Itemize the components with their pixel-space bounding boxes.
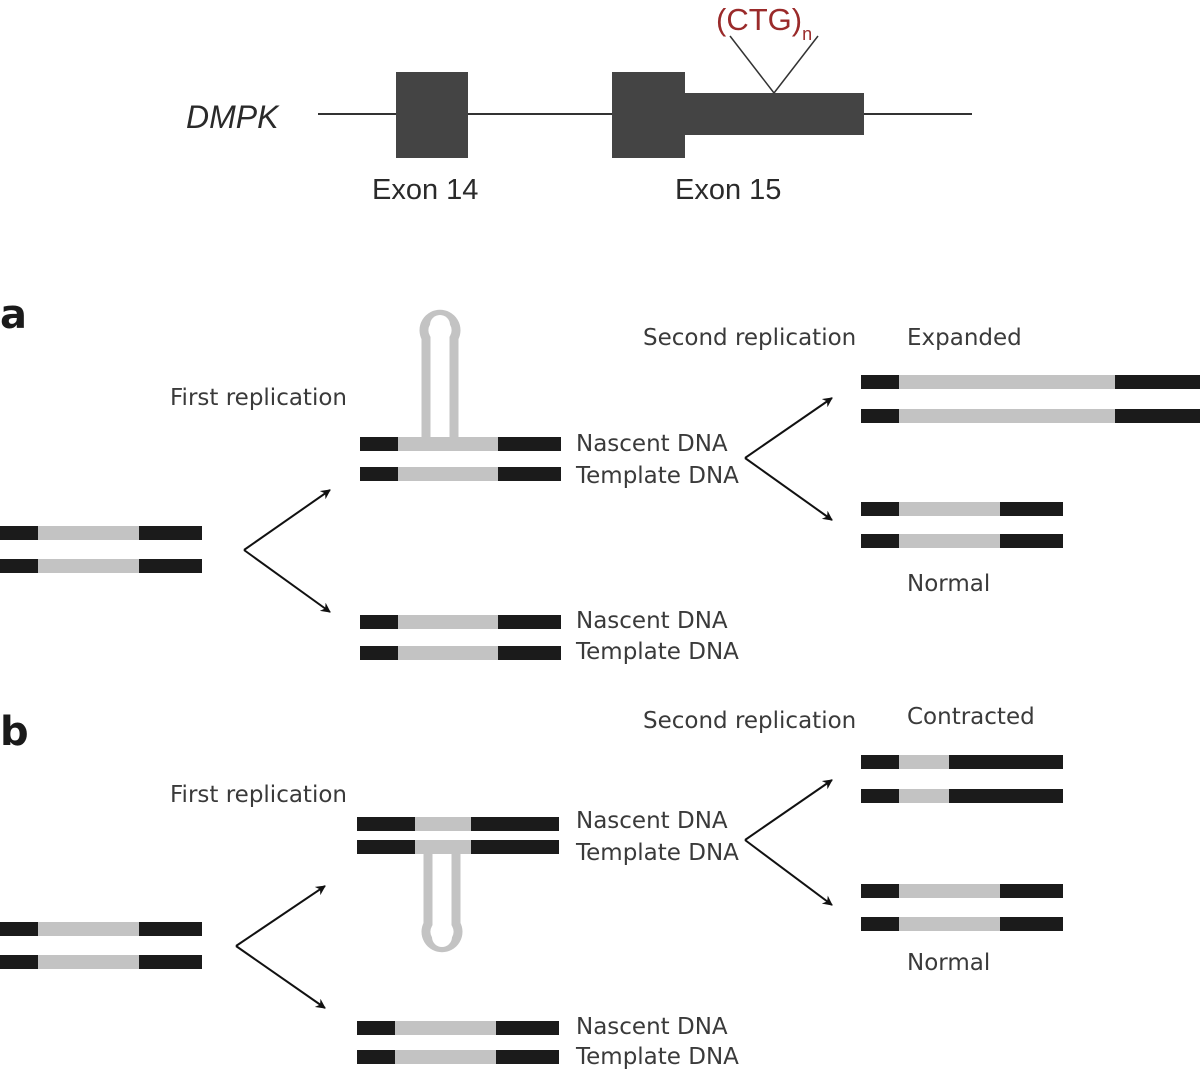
- panel-a-upper-nascent-strand: [360, 437, 561, 451]
- panel-a-expanded-strand-1: [861, 375, 1200, 389]
- panel-b-upper-template-strand: [357, 840, 559, 854]
- exon-15-utr-box: [684, 93, 864, 135]
- panel-a-expanded-strand-2: [861, 409, 1200, 423]
- panel-b-normal-label: Normal: [907, 950, 990, 976]
- panel-b-arrow-to-upper: [235, 885, 326, 947]
- panel-b-first-replication-label: First replication: [170, 782, 347, 808]
- repeat-pointer-left: [729, 35, 775, 94]
- panel-a-upper-template-strand: [360, 467, 561, 481]
- exon-15-label: Exon 15: [675, 174, 781, 206]
- panel-b-upper-template-label: Template DNA: [575, 840, 739, 866]
- panel-b-start-duplex: [0, 922, 202, 969]
- panel-b-lower-intermediate: [357, 1021, 559, 1064]
- panel-b-arrow-to-normal: [744, 839, 833, 906]
- panel-b-contracted-strand-1: [861, 755, 1063, 769]
- panel-a-lower-intermediate: [360, 615, 561, 660]
- panel-a-hairpin-center: [430, 315, 450, 335]
- exon-14-label: Exon 14: [372, 174, 478, 206]
- panel-a-expanded-duplex: [861, 375, 1200, 423]
- panel-b-hairpin-loop: [421, 848, 463, 953]
- panel-a-normal-label: Normal: [907, 571, 990, 597]
- panel-a-start-strand-1: [0, 526, 202, 540]
- panel-b-start-strand-2: [0, 955, 202, 969]
- panel-a-upper-template-label: Template DNA: [575, 463, 739, 489]
- panel-a-normal-strand-1: [861, 502, 1063, 516]
- panel-a-normal-strand-2: [861, 534, 1063, 548]
- panel-b-upper-nascent-label: Nascent DNA: [576, 808, 728, 834]
- panel-b-lower-template-strand: [357, 1050, 559, 1064]
- panel-b-upper-intermediate: [357, 817, 559, 854]
- panel-b-arrow-to-contracted: [744, 779, 833, 841]
- panel-a-arrow-to-lower: [243, 549, 331, 613]
- panel-a-lower-template-label: Template DNA: [575, 639, 739, 665]
- gene-name: DMPK: [186, 99, 280, 135]
- panel-b-normal-duplex: [861, 884, 1063, 931]
- panel-a-second-replication-label: Second replication: [643, 325, 856, 351]
- panel-b-second-replication-label: Second replication: [643, 708, 856, 734]
- panel-a-expanded-label: Expanded: [907, 325, 1022, 351]
- panel-b: b First replication Second replication C…: [0, 704, 1063, 1070]
- panel-a-arrow-to-normal: [744, 457, 833, 521]
- panel-a-hairpin-loop: [419, 309, 461, 444]
- panel-b-upper-nascent-strand: [357, 817, 559, 831]
- exon-15-coding-box: [612, 72, 685, 158]
- panel-b-contracted-duplex: [861, 755, 1063, 803]
- exon-14-box: [396, 72, 468, 158]
- panel-a-upper-nascent-label: Nascent DNA: [576, 431, 728, 457]
- panel-a-arrow-to-expanded: [744, 397, 833, 459]
- panel-b-normal-strand-1: [861, 884, 1063, 898]
- panel-a-lower-nascent-strand: [360, 615, 561, 629]
- panel-b-arrow-to-lower: [235, 945, 326, 1009]
- panel-b-lower-nascent-label: Nascent DNA: [576, 1014, 728, 1040]
- panel-a-lower-nascent-label: Nascent DNA: [576, 608, 728, 634]
- gene-map: DMPK (CTG)n Exon 14 Exon 15: [186, 2, 972, 206]
- panel-a-normal-duplex: [861, 502, 1063, 548]
- panel-a-upper-intermediate: [360, 437, 561, 481]
- panel-b-lower-template-label: Template DNA: [575, 1044, 739, 1070]
- panel-a-first-replication-label: First replication: [170, 385, 347, 411]
- panel-a-lower-template-strand: [360, 646, 561, 660]
- panel-a: a First replication Second replication E…: [0, 292, 1200, 665]
- panel-a-start-duplex: [0, 526, 202, 573]
- panel-b-contracted-strand-2: [861, 789, 1063, 803]
- panel-b-letter: b: [0, 709, 29, 755]
- panel-b-start-strand-1: [0, 922, 202, 936]
- panel-a-start-strand-2: [0, 559, 202, 573]
- repeat-pointer-right: [773, 35, 819, 94]
- panel-a-letter: a: [0, 292, 27, 338]
- panel-b-normal-strand-2: [861, 917, 1063, 931]
- repeat-label: (CTG)n: [716, 2, 812, 44]
- panel-a-arrow-to-upper: [243, 489, 331, 551]
- panel-b-contracted-label: Contracted: [907, 704, 1035, 730]
- panel-b-hairpin-center: [432, 927, 452, 947]
- panel-b-lower-nascent-strand: [357, 1021, 559, 1035]
